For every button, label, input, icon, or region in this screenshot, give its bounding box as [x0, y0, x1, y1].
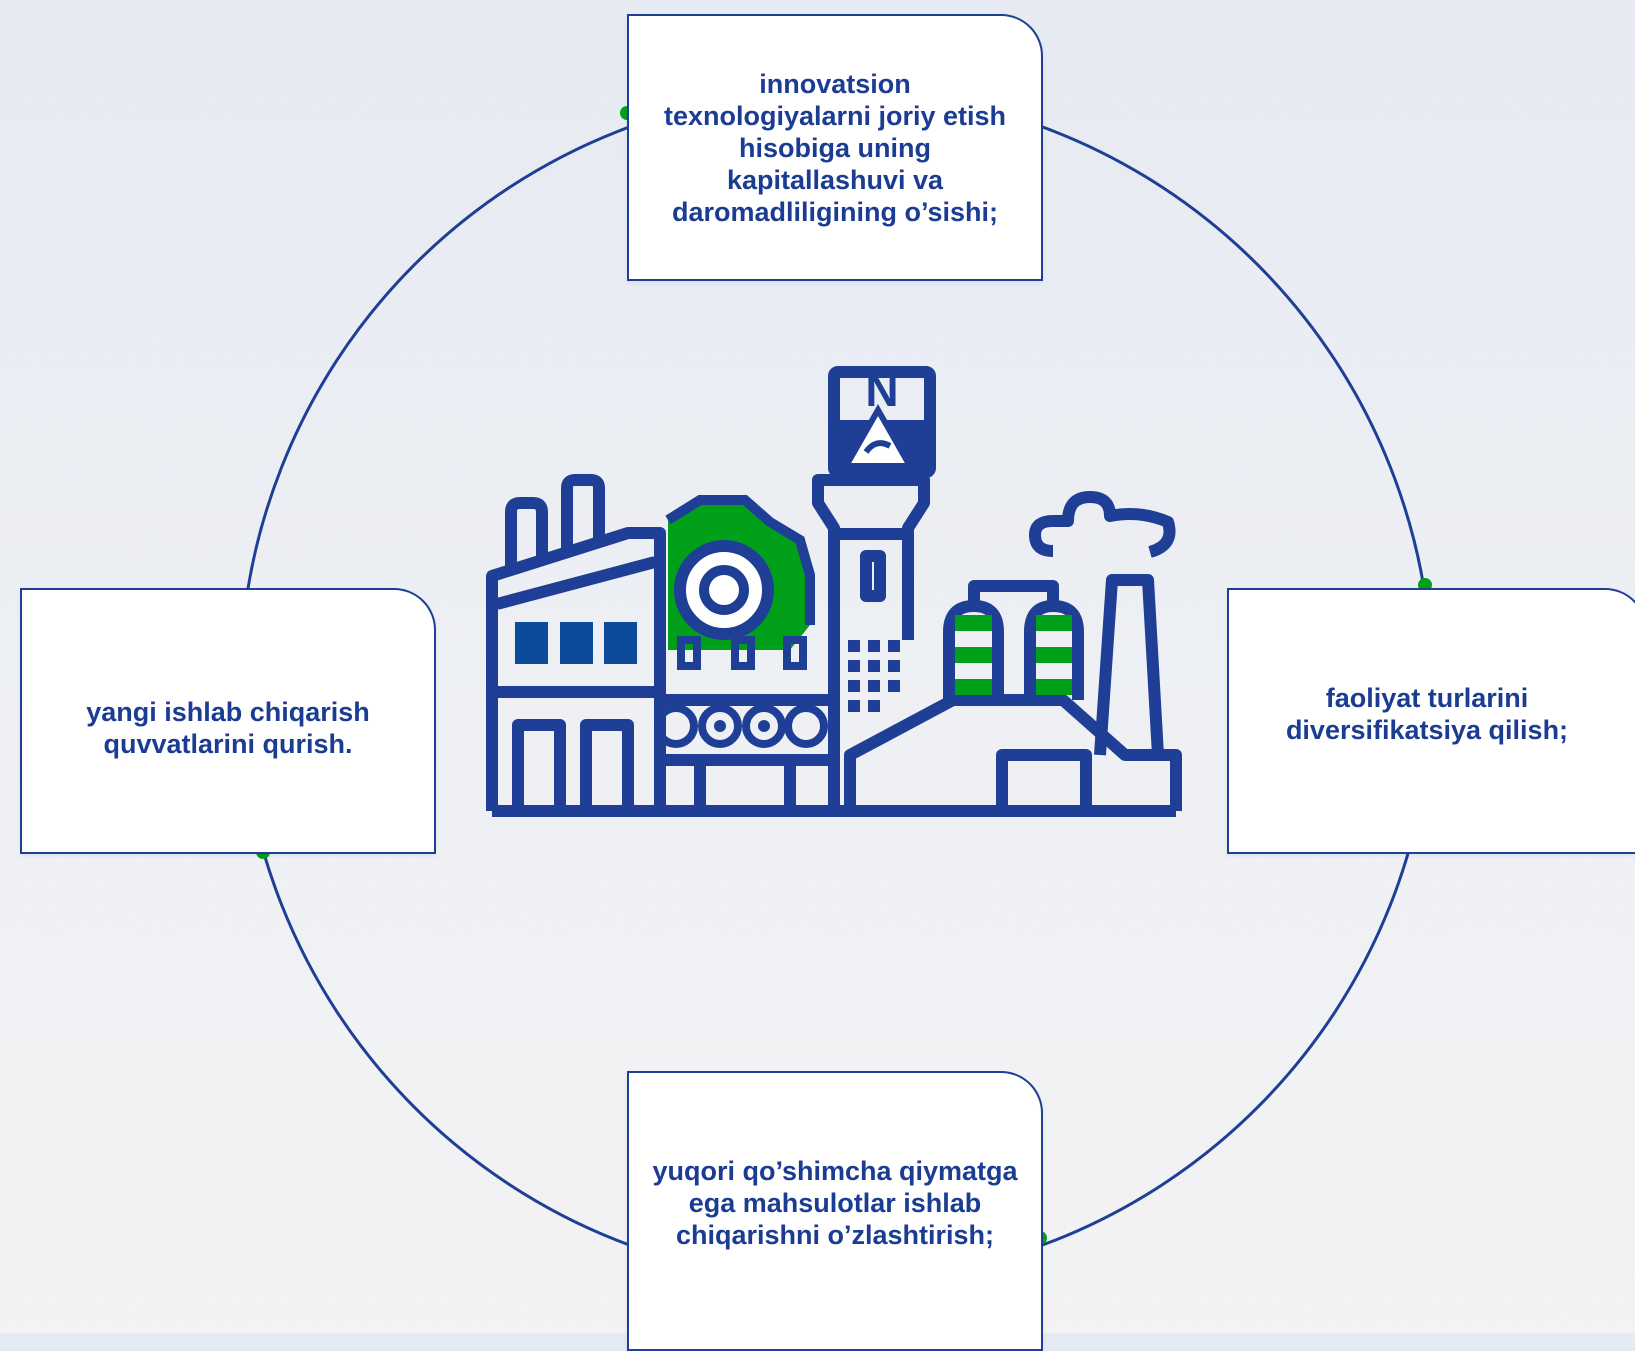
emblem-letter: N	[865, 364, 898, 416]
card-right-text: faoliyat turlarini diversifikatsiya qili…	[1285, 683, 1569, 745]
card-left: yangi ishlab chiqarish quvvatlarini quri…	[20, 588, 436, 854]
card-top: innovatsion texnologiyalarni joriy etish…	[627, 14, 1043, 281]
card-bottom-text: yuqori qo’shimcha qiymatga ega mahsulotl…	[652, 1156, 1018, 1250]
card-left-text: yangi ishlab chiqarish quvvatlarini quri…	[86, 697, 370, 759]
factory-fills	[515, 403, 1072, 748]
card-top-text: innovatsion texnologiyalarni joriy etish…	[663, 69, 1007, 227]
card-bottom: yuqori qo’shimcha qiymatga ega mahsulotl…	[627, 1071, 1043, 1351]
card-right: faoliyat turlarini diversifikatsiya qili…	[1227, 588, 1635, 854]
